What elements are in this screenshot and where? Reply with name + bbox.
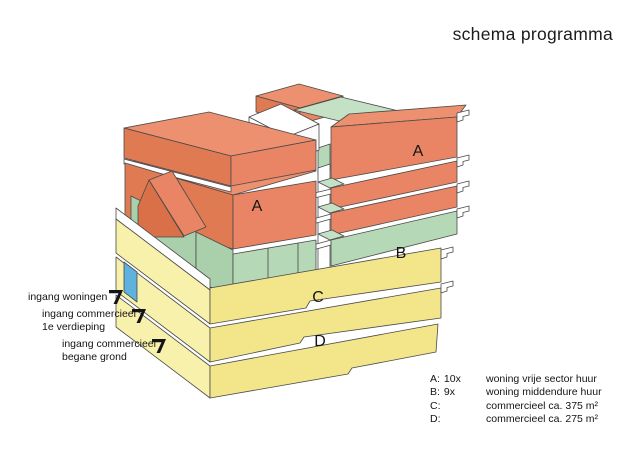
legend-row-b: B:9x woning middendure huur bbox=[430, 386, 602, 399]
right-tower bbox=[317, 104, 467, 267]
annotation-line: ingang woningen bbox=[28, 291, 108, 303]
annotation-ingang-commercieel-bg: ingang commercieel begane grond bbox=[62, 338, 156, 364]
legend-row-a: A:10x woning vrije sector huur bbox=[430, 373, 602, 386]
annotation-line: ingang commercieel bbox=[42, 308, 136, 320]
annotation-ingang-commercieel-1e: ingang commercieel 1e verdieping bbox=[42, 308, 136, 334]
legend-count: 10x bbox=[443, 373, 461, 385]
annotation-ingang-woningen: ingang woningen bbox=[28, 291, 107, 304]
entrance-arrow-icon bbox=[132, 309, 146, 323]
legend-description: commercieel ca. 375 m² bbox=[486, 399, 599, 412]
block-letters: A A B C D bbox=[252, 143, 424, 350]
gable-roof-side bbox=[148, 170, 207, 237]
podium-band-lower bbox=[209, 323, 439, 399]
podium-right-faces bbox=[209, 247, 442, 399]
legend-key: D: bbox=[430, 413, 441, 426]
legend-count: 9x bbox=[443, 386, 456, 399]
legend-description: woning vrije sector huur bbox=[486, 373, 597, 385]
label-left-tower-a: A bbox=[252, 198, 263, 215]
legend-row-d: D: commercieel ca. 275 m² bbox=[430, 413, 602, 426]
legend-row-c: C: commercieel ca. 375 m² bbox=[430, 400, 602, 413]
label-b: B bbox=[396, 245, 407, 262]
label-c: C bbox=[312, 289, 324, 306]
program-legend: A:10x woning vrije sector huur B:9x woni… bbox=[430, 373, 602, 427]
legend-key: A: bbox=[430, 373, 440, 385]
entrance-arrow-icon bbox=[109, 290, 123, 304]
legend-key: B: bbox=[430, 386, 440, 399]
label-d: D bbox=[314, 333, 326, 350]
legend-description: commercieel ca. 275 m² bbox=[486, 413, 599, 426]
annotation-line: 1e verdieping bbox=[42, 321, 106, 333]
floor-slab-tabs bbox=[440, 109, 470, 294]
legend-description: woning middendure huur bbox=[486, 386, 602, 399]
label-right-tower-a: A bbox=[413, 143, 424, 160]
annotation-line: begane grond bbox=[62, 351, 127, 363]
entrance-woningen-marker bbox=[123, 261, 138, 303]
legend-key: C: bbox=[430, 399, 441, 412]
page-title: schema programma bbox=[452, 24, 613, 44]
entrance-arrow-icon bbox=[152, 339, 166, 353]
podium-band-c bbox=[209, 247, 442, 325]
annotation-line: ingang commercieel bbox=[62, 338, 156, 350]
